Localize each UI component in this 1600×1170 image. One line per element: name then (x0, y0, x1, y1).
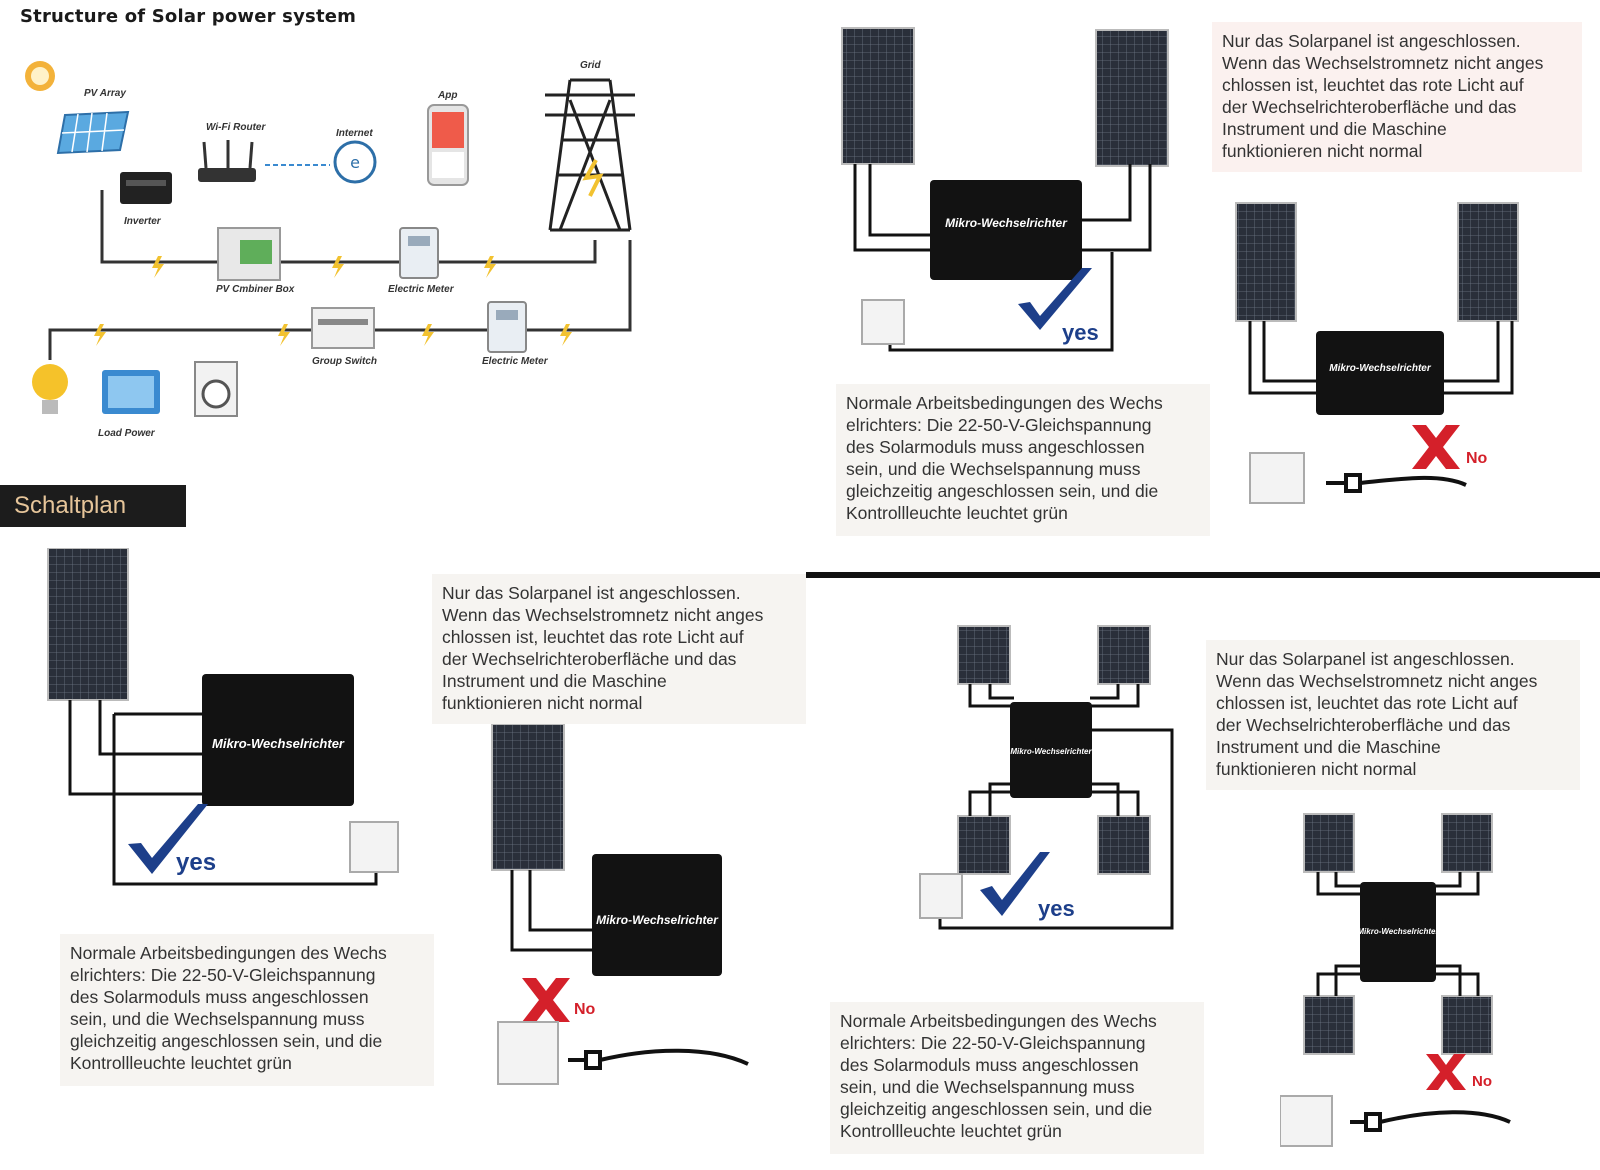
solar-panel (1303, 995, 1355, 1055)
wall-socket-icon (919, 873, 963, 919)
wall-socket-icon (349, 821, 399, 873)
inverter-label: Inverter (124, 216, 161, 227)
unplugged-cable-icon (568, 1048, 749, 1070)
dual-panel-connected-illustration: Mikro-Wechselrichter yes (841, 27, 1169, 352)
note-not-normal-top-right: Nur das Solarpanel ist angeschlossen. We… (1212, 22, 1582, 172)
unplugged-cable-icon (1350, 1110, 1511, 1132)
electric-meter-icon (399, 227, 439, 279)
diagram-title: Structure of Solar power system (20, 6, 357, 27)
note-normal-bottom-right-middle: Normale Arbeitsbedingungen des Wechs elr… (830, 1002, 1204, 1154)
solar-panel (1303, 813, 1355, 873)
inverter-brand-label: Mikro-Wechselrichter (1357, 927, 1439, 936)
solar-panel (1095, 29, 1169, 167)
section-divider (806, 572, 1600, 578)
micro-inverter-box (592, 854, 722, 976)
micro-inverter-box (930, 180, 1082, 280)
inverter-brand-label: Mikro-Wechselrichter (1010, 747, 1092, 756)
solar-panel (1441, 813, 1493, 873)
washing-machine-icon (194, 361, 238, 417)
wall-socket-icon (861, 299, 905, 345)
grid-label: Grid (580, 60, 601, 71)
wifi-router-icon (198, 140, 256, 182)
electric-meter-icon (487, 301, 527, 353)
inverter-brand-label: Mikro-Wechselrichter (1329, 363, 1432, 374)
micro-inverter-box (1316, 331, 1444, 415)
solar-panel (491, 724, 565, 871)
sun-icon (25, 61, 55, 91)
no-label: No (574, 1001, 596, 1018)
no-cross-icon (1412, 425, 1460, 469)
system-structure-diagram: e (25, 61, 635, 417)
solar-panel (1441, 995, 1493, 1055)
single-panel-unplugged-illustration: Mikro-Wechselrichter No (491, 724, 749, 1085)
app-phone-icon (427, 104, 469, 186)
quad-panel-connected-illustration: Mikro-Wechselrichter yes (919, 625, 1174, 930)
group-switch-label: Group Switch (312, 356, 377, 367)
micro-inverter-box (1360, 882, 1436, 982)
no-cross-icon (1426, 1054, 1466, 1090)
yes-check-icon (1018, 268, 1092, 330)
single-panel-connected-illustration: Mikro-Wechselrichter yes (47, 548, 399, 886)
wall-socket-icon (497, 1021, 559, 1085)
group-switch-icon (311, 307, 375, 349)
note-normal-top-middle: Normale Arbeitsbedingungen des Wechs elr… (836, 384, 1210, 536)
inverter-icon (120, 172, 172, 204)
internet-label: Internet (336, 128, 373, 139)
solar-panel (47, 548, 129, 701)
yes-label: yes (1062, 320, 1099, 345)
tv-icon (102, 370, 160, 414)
wall-socket-icon (1280, 1095, 1333, 1147)
pv-array-icon (56, 110, 130, 155)
inverter-brand-label: Mikro-Wechselrichter (212, 736, 345, 751)
solar-panel (1235, 202, 1297, 322)
dual-panel-unplugged-illustration: Mikro-Wechselrichter No (1235, 202, 1519, 504)
pv-array-label: PV Array (84, 88, 126, 99)
no-label: No (1466, 450, 1488, 467)
quad-panel-unplugged-illustration: Mikro-Wechselrichter No (1280, 813, 1511, 1147)
load-power-label: Load Power (98, 428, 155, 439)
electric-meter-label: Electric Meter (482, 356, 548, 367)
solar-panel (957, 815, 1011, 875)
solar-panel (1457, 202, 1519, 322)
wall-socket-icon (1249, 452, 1305, 504)
solar-panel (1097, 625, 1151, 685)
grid-tower-icon (545, 78, 635, 232)
yes-check-icon (128, 804, 208, 874)
micro-inverter-box (1010, 702, 1092, 798)
solar-panel (1097, 815, 1151, 875)
combiner-box-label: PV Cmbiner Box (216, 284, 295, 295)
app-label: App (438, 90, 458, 101)
yes-label: yes (1038, 896, 1075, 921)
internet-globe-icon: e (333, 140, 377, 184)
solar-panel (841, 27, 915, 165)
wifi-router-label: Wi-Fi Router (206, 122, 266, 133)
solar-panel (957, 625, 1011, 685)
unplugged-cable-icon (1326, 473, 1467, 493)
yes-check-icon (980, 852, 1050, 916)
inverter-brand-label: Mikro-Wechselrichter (596, 913, 719, 927)
electric-meter-label: Electric Meter (388, 284, 454, 295)
light-bulb-icon (32, 364, 68, 414)
section-label: Schaltplan (0, 485, 186, 527)
micro-inverter-box (202, 674, 354, 806)
note-not-normal-bottom-middle: Nur das Solarpanel ist angeschlossen. We… (432, 574, 806, 724)
note-not-normal-bottom-right: Nur das Solarpanel ist angeschlossen. We… (1206, 640, 1580, 790)
svg-text:e: e (350, 153, 360, 172)
no-cross-icon (522, 978, 570, 1022)
pv-combiner-box-icon (217, 227, 281, 281)
no-label: No (1472, 1073, 1492, 1090)
note-normal-bottom-left: Normale Arbeitsbedingungen des Wechs elr… (60, 934, 434, 1086)
yes-label: yes (176, 849, 216, 876)
inverter-brand-label: Mikro-Wechselrichter (945, 216, 1068, 230)
